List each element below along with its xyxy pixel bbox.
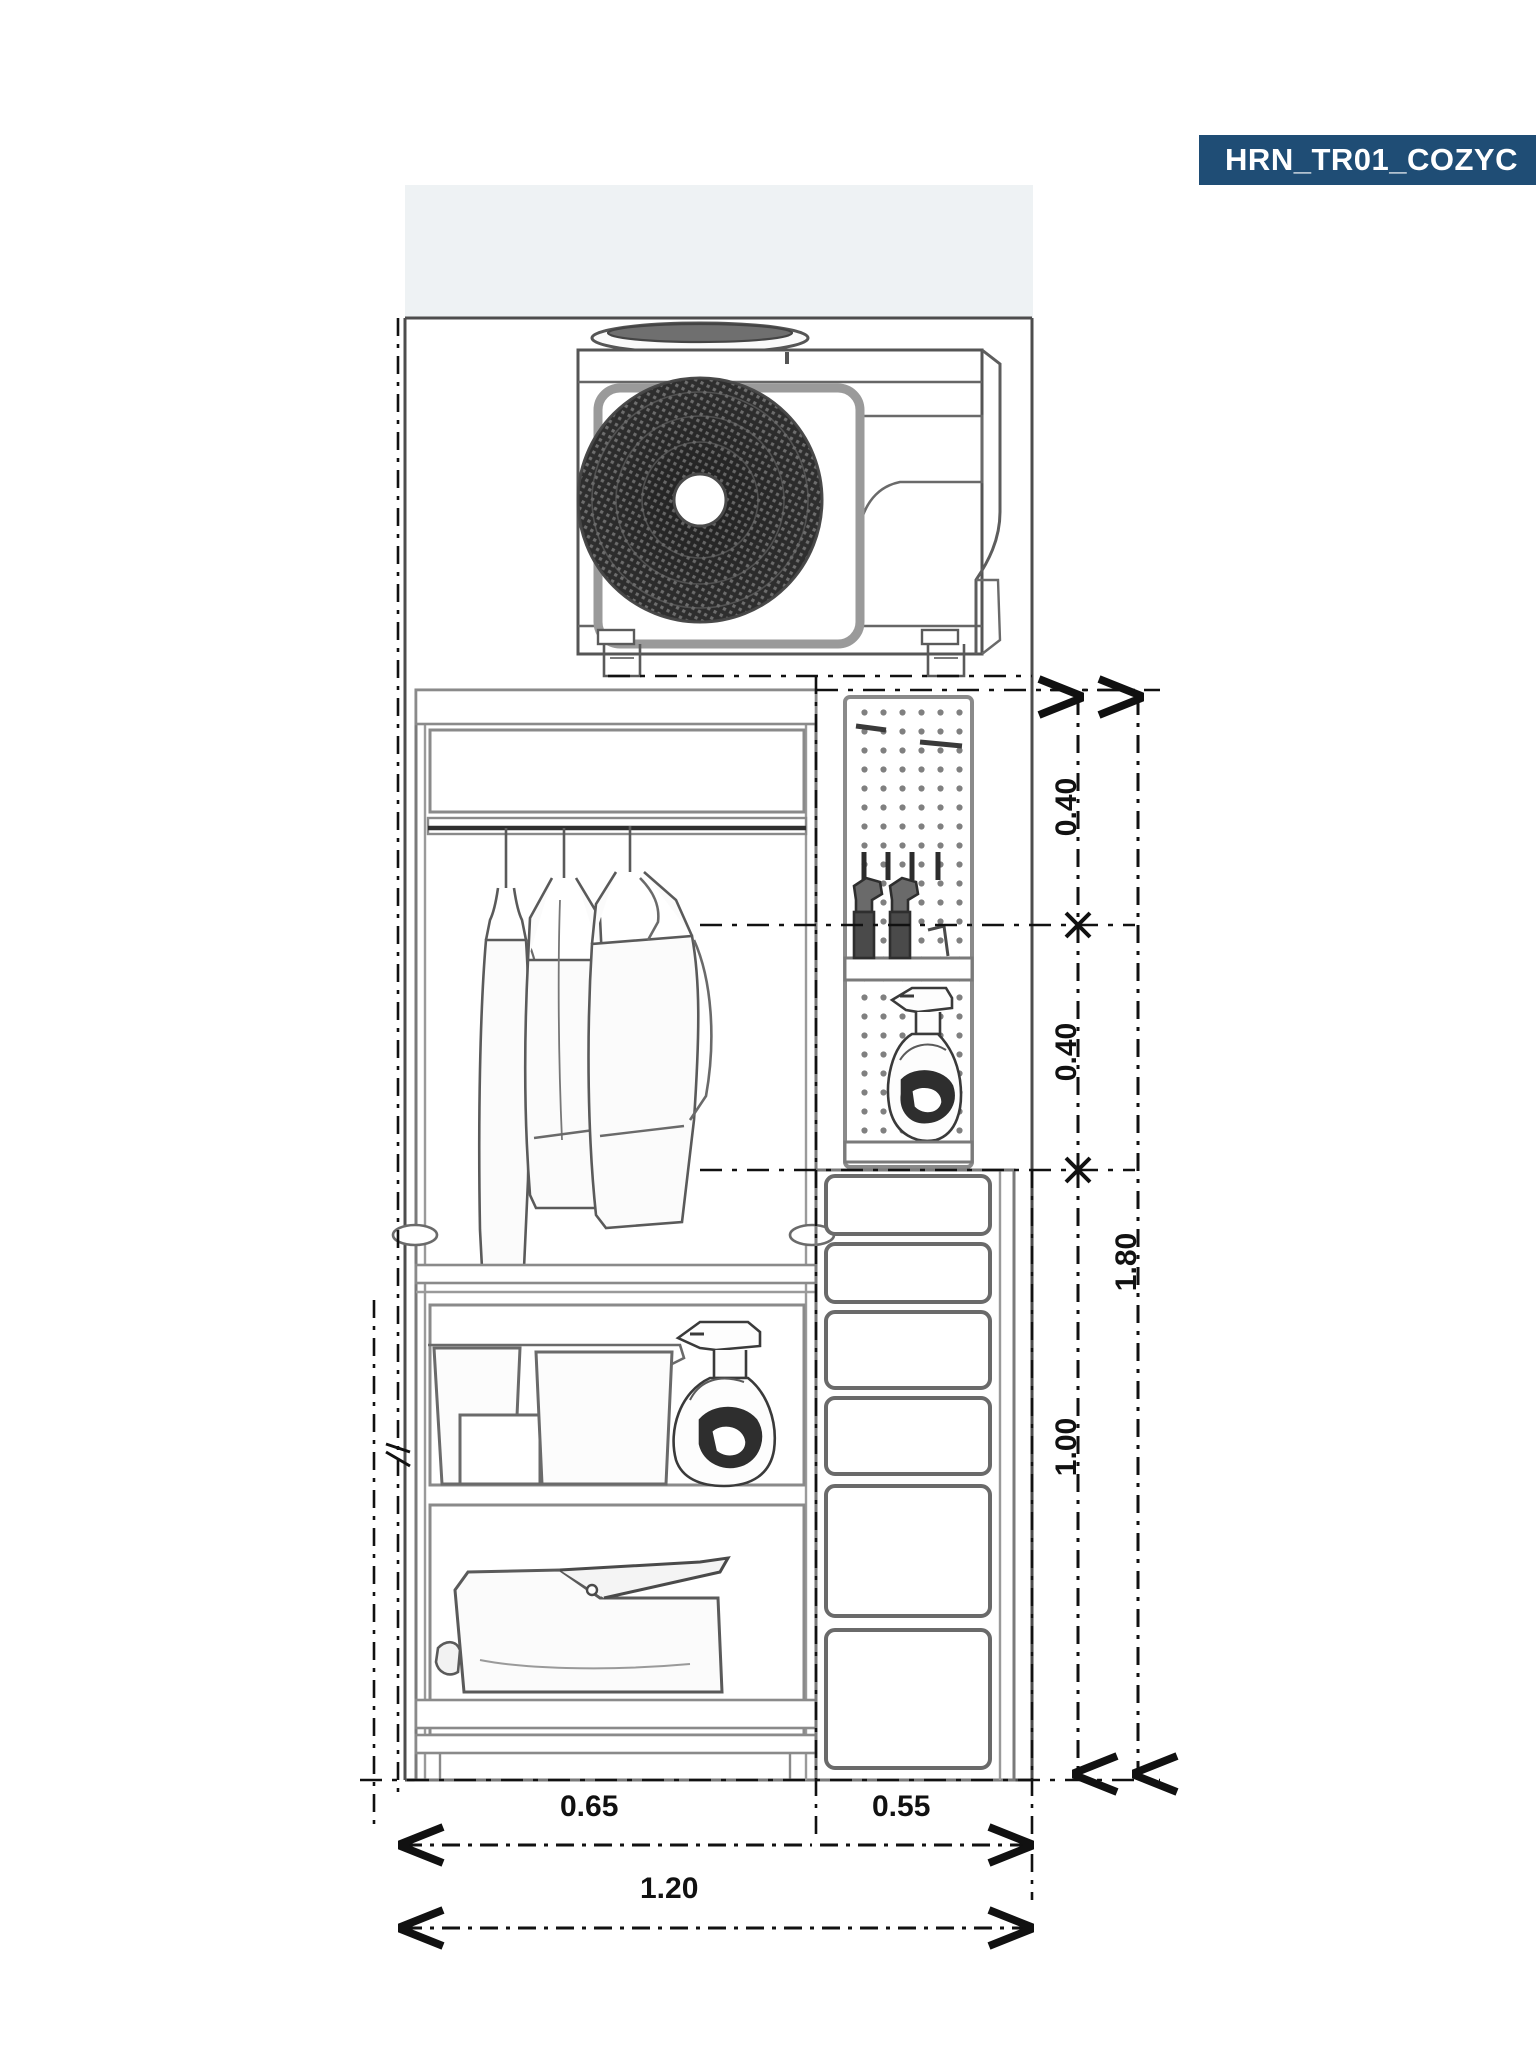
rod-bracket-left (391, 1223, 439, 1247)
basket-handle (559, 1556, 731, 1600)
drawer-front (824, 1396, 992, 1476)
garment-jacket (523, 828, 607, 1210)
dim-label-1-00: 1.00 (1050, 1417, 1083, 1477)
dim-label-0-55: 0.55 (872, 1790, 931, 1823)
drawing-id-badge: HRN_TR01_COZYC (1199, 135, 1536, 185)
dim-label-1-80: 1.80 (1110, 1232, 1143, 1292)
drawer-front (824, 1628, 992, 1770)
storage-bin-b (458, 1413, 542, 1486)
dim-label-1-20: 1.20 (640, 1872, 699, 1905)
fan-hub (672, 472, 728, 528)
top-shelf-compartment (414, 688, 818, 814)
left-bay (391, 688, 836, 1782)
laundry-basket (434, 1556, 731, 1694)
spray-bottle-small-2 (888, 876, 920, 960)
pegboard-bottom-shelf (843, 1140, 974, 1164)
drawer-front (824, 1242, 992, 1304)
cleaning-spray-bottle (672, 1320, 777, 1488)
dim-label-0-40-upper: 0.40 (1050, 777, 1083, 837)
storage-bin-c (534, 1350, 674, 1486)
left-arrow-marker (385, 1442, 411, 1468)
ceiling-band (405, 185, 1033, 319)
drawing-id-label: HRN_TR01_COZYC (1225, 142, 1518, 177)
hvac-outdoor-unit (576, 321, 1002, 678)
dim-label-0-40-lower: 0.40 (1050, 1022, 1083, 1082)
bins-shelf (428, 1303, 806, 1488)
spray-bottle-shelf (843, 876, 974, 982)
dimension-layer (360, 318, 1160, 1928)
cabinet-plinth (414, 1733, 818, 1780)
garment-coat (587, 826, 713, 1230)
laundry-compartment (414, 1503, 818, 1737)
right-bay (814, 695, 1016, 1782)
spray-bottle-small-1 (852, 876, 884, 960)
wardrobe-bottom-shelf (414, 1263, 818, 1294)
hanging-rod (426, 816, 808, 836)
drawer-front (824, 1174, 992, 1236)
large-spray-bottle (886, 986, 963, 1143)
pegboard-hooks (861, 852, 941, 880)
drawer-front (824, 1310, 992, 1390)
drawer-front (824, 1484, 992, 1618)
dim-label-0-65: 0.65 (560, 1790, 619, 1823)
